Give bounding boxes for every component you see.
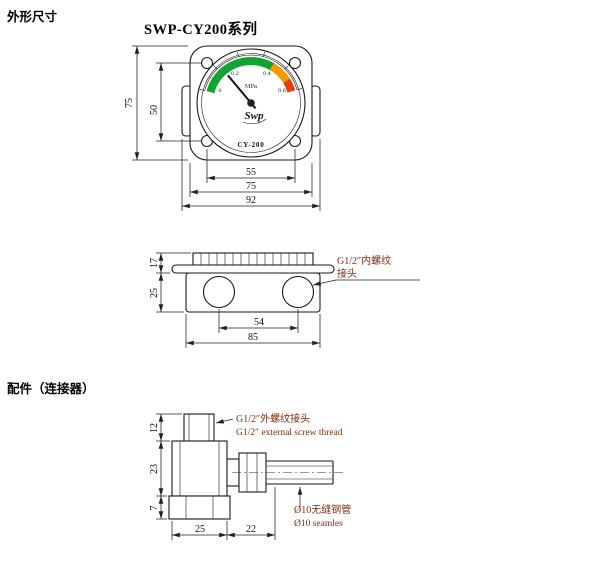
dim-port-spacing: 54 [218, 309, 299, 333]
dim-connector-body-height-value: 23 [149, 464, 160, 474]
external-thread-leader [215, 418, 234, 424]
rib-lines [200, 253, 306, 265]
section-heading-outline-dimensions: 外形尺寸 [7, 10, 58, 24]
mounting-hole [288, 56, 302, 70]
internal-thread-note-line2: 接头 [337, 267, 357, 280]
scale-label-0-2: 0.2 [231, 71, 239, 77]
dim-connector-body-width: 25 [171, 521, 228, 540]
scale-label-0: 0 [218, 88, 221, 94]
scale-arc-green [206, 56, 274, 94]
gauge-unit-label: MPa [245, 84, 258, 90]
seamless-pipe-note: Ø10无缝钢管 Ø10 seamles [294, 487, 351, 529]
threaded-stub [183, 413, 215, 442]
gauge-model-label: CY-200 [237, 141, 264, 149]
dim-plate-width: 75 [189, 163, 313, 197]
seamless-pipe-note-line1: Ø10无缝钢管 [294, 503, 351, 516]
dim-plate-height-value: 75 [124, 98, 135, 108]
flange-edge [171, 264, 335, 274]
scale-arc-orange [269, 63, 290, 84]
scale-label-0-6: 0.6 [278, 88, 286, 94]
dim-back-height-value: 17 [149, 258, 160, 268]
scale-outline-arc [204, 54, 298, 91]
scale-arc-red [283, 78, 296, 93]
dim-connector-body-height: 23 [149, 441, 167, 497]
front-view: 0 0.2 0.4 0.6 MPa Swp CY-200 75 [124, 45, 321, 211]
needle-hub [247, 99, 255, 107]
dim-overall-width: 92 [181, 139, 321, 211]
dim-stub-height: 12 [149, 413, 182, 442]
internal-thread-leader [312, 279, 337, 286]
dim-overall-width-value: 92 [246, 195, 256, 206]
dim-nut-height-value: 7 [149, 506, 160, 511]
nut-flat-lines [185, 496, 214, 519]
dim-plate-height: 75 [124, 45, 188, 161]
external-thread-note-line1: G1/2″外螺纹接头 [236, 412, 310, 425]
ribbed-back-housing [192, 252, 314, 266]
pipe-wall-lines [267, 465, 333, 480]
gauge-scale-arc [199, 51, 302, 94]
external-thread-note-line2: G1/2″ external screw thread [236, 428, 343, 438]
stub-thread-lines [188, 414, 210, 441]
dim-connector-body-width-value: 25 [195, 524, 205, 535]
internal-thread-note: G1/2″内螺纹 接头 [312, 254, 420, 286]
dim-fitting-width: 22 [227, 487, 276, 540]
connector-body [171, 440, 228, 497]
dim-port-spacing-value: 54 [254, 317, 264, 328]
scale-tick-marks [199, 51, 302, 91]
dim-nut-height: 7 [149, 496, 167, 520]
gauge-brand-logo: Swp [245, 110, 264, 122]
external-thread-note: G1/2″外螺纹接头 G1/2″ external screw thread [215, 412, 343, 438]
dim-body-height: 25 [149, 273, 184, 313]
dim-fitting-width-value: 22 [246, 524, 256, 535]
hex-nut [168, 495, 231, 520]
seamless-pipe-note-line2: Ø10 seamles [294, 519, 343, 529]
internal-thread-note-line1: G1/2″内螺纹 [337, 254, 391, 267]
side-view: 17 25 54 85 [149, 252, 420, 348]
series-title: SWP-CY200系列 [144, 22, 258, 38]
port-left [202, 275, 236, 309]
brand-underline-flourish [242, 118, 267, 124]
dim-plate-width-value: 75 [246, 181, 256, 192]
port-right [281, 275, 315, 309]
dim-hole-spacing-vertical-value: 50 [149, 105, 160, 115]
dim-hole-spacing-horizontal-value: 55 [246, 167, 256, 178]
dim-body-width-value: 85 [248, 332, 258, 343]
dim-hole-spacing-vertical: 50 [149, 62, 202, 142]
dim-back-height: 17 [149, 252, 191, 274]
dim-body-width: 85 [185, 314, 321, 348]
scale-label-0-4: 0.4 [263, 71, 271, 77]
gauge-needle [227, 74, 257, 110]
connector-view: 12 23 7 25 [149, 412, 351, 540]
body-flat-lines [179, 441, 220, 496]
steel-pipe [266, 460, 334, 485]
dim-stub-height-value: 12 [149, 423, 160, 433]
dim-body-height-value: 25 [149, 288, 160, 298]
section-heading-accessories: 配件（连接器） [7, 382, 95, 396]
gauge-dial-ring [201, 53, 301, 153]
dim-hole-spacing-horizontal: 55 [206, 149, 296, 183]
